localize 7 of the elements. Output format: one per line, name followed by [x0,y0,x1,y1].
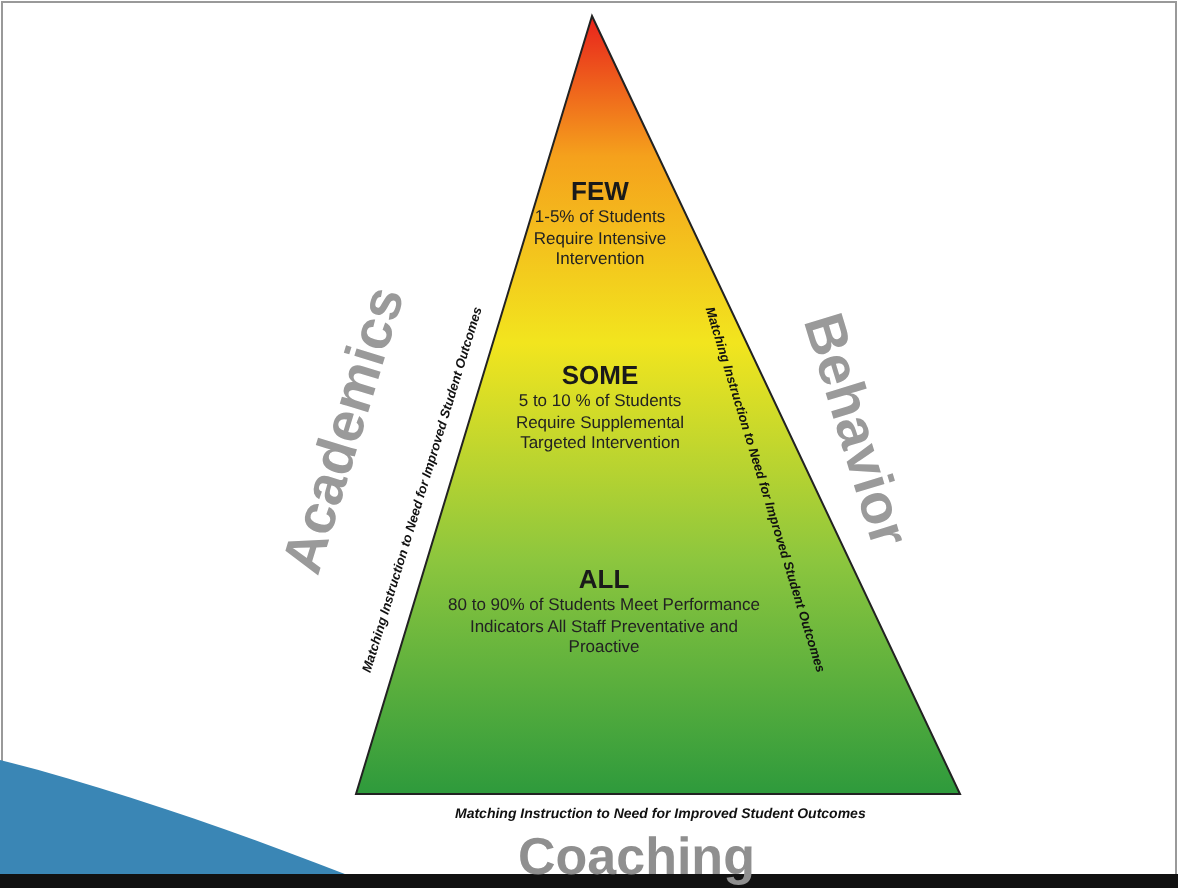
tier-heading: FEW [569,176,631,206]
tier-description: 80 to 90% of Students Meet Performance Indicators All Staff Preventative and Proactive [446,594,762,658]
tier-heading: ALL [576,564,632,594]
tier-heading: SOME [559,360,641,390]
bottom-title: Coaching [518,830,755,882]
tier-description: 1-5% of Students Require Intensive Intervention [531,206,669,270]
tier-description: 5 to 10 % of Students Require Supplemental Targeted Intervention [513,390,687,454]
